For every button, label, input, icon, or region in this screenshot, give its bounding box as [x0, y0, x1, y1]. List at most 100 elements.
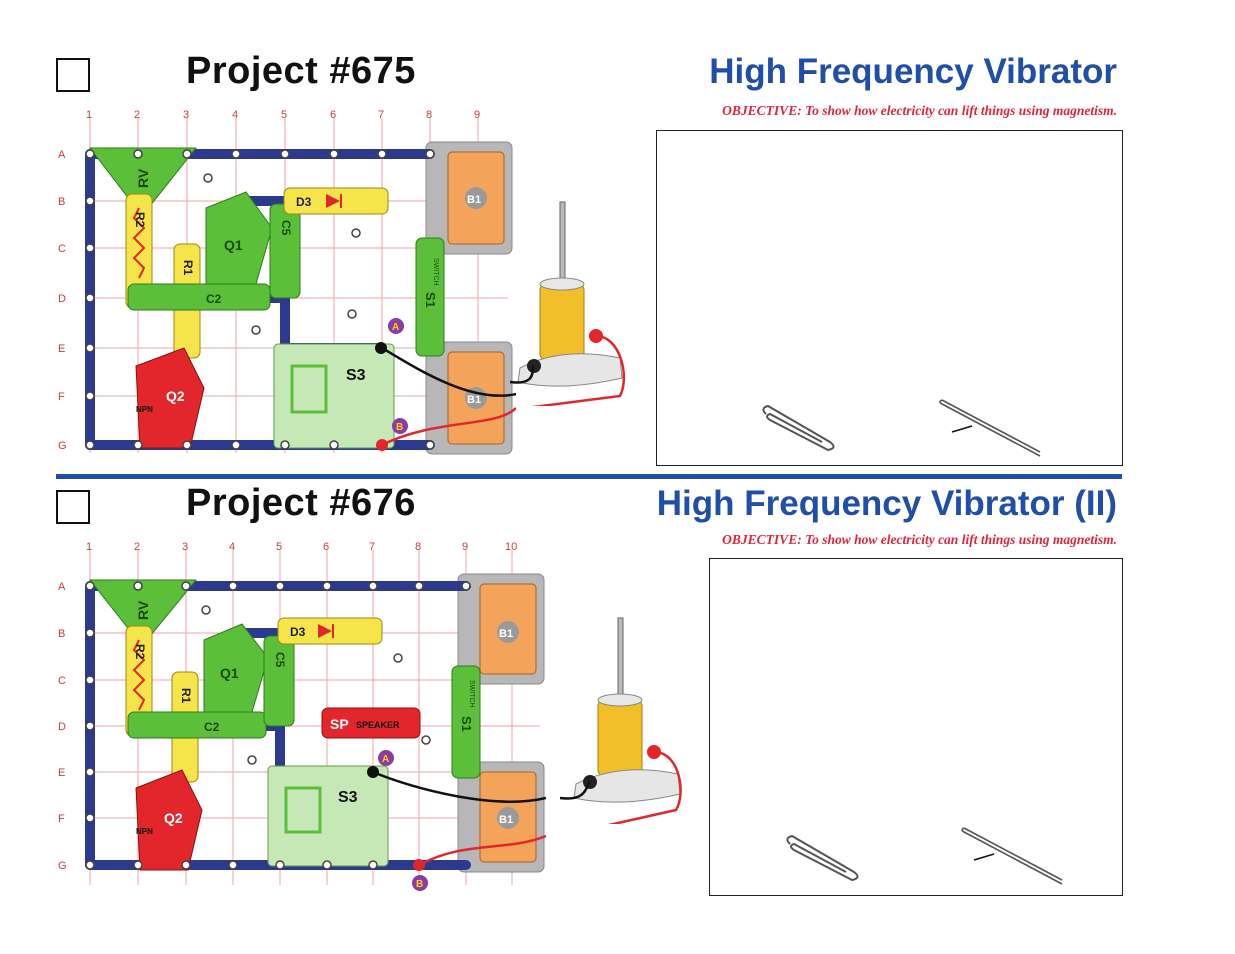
rv-label: RV — [135, 168, 151, 188]
row-label: B — [58, 628, 65, 640]
rv-potentiometer — [88, 147, 198, 217]
r1-label: R1 — [181, 260, 195, 276]
col-label: 9 — [474, 109, 480, 121]
row-label: F — [58, 391, 65, 403]
project-676-objective: OBJECTIVE: To show how electricity can l… — [722, 532, 1117, 547]
q2-label: Q2 — [166, 388, 185, 404]
b1-label: B1 — [467, 394, 481, 406]
col-label: 1 — [86, 109, 92, 121]
project-675-objective: OBJECTIVE: To show how electricity can l… — [722, 103, 1117, 118]
point-a-label: A — [382, 754, 389, 765]
point-a-label: A — [392, 322, 399, 333]
c2-label: C2 — [204, 720, 220, 734]
col-label: 5 — [281, 109, 287, 121]
col-label: 6 — [330, 109, 336, 121]
npn-label: NPN — [136, 405, 153, 414]
col-label: 5 — [276, 541, 282, 553]
d3-label: D3 — [296, 195, 312, 209]
iron-rod — [559, 201, 566, 283]
s1-switch — [415, 237, 445, 357]
row-label: G — [58, 860, 67, 872]
s1-label: S1 — [423, 292, 438, 308]
r1-label: R1 — [179, 688, 193, 704]
point-a-marker — [378, 750, 394, 766]
point-b-marker — [392, 418, 408, 434]
s1-label: S1 — [459, 716, 474, 732]
q1-label: Q1 — [224, 237, 243, 253]
col-label: 7 — [369, 541, 375, 553]
point-b-label: B — [416, 879, 423, 890]
rv-label: RV — [135, 600, 151, 620]
c5-capacitor — [263, 635, 295, 727]
b1-label: B1 — [499, 814, 513, 826]
black-jumper-wire — [381, 346, 516, 397]
q1-label: Q1 — [220, 665, 239, 681]
npn-label: NPN — [136, 827, 153, 836]
section-divider — [56, 474, 1122, 479]
b1-label: B1 — [467, 194, 481, 206]
project-676-wire-piece-icon — [961, 827, 1063, 885]
c2-capacitor — [127, 283, 271, 311]
coil-spool — [539, 283, 585, 361]
q2-transistor — [135, 347, 205, 449]
project-675-checkbox[interactable] — [56, 58, 90, 92]
project-675-wire-piece-icon — [939, 399, 1041, 457]
project-675-title: Project #675 — [186, 50, 416, 92]
col-label: 2 — [134, 541, 140, 553]
col-label: 4 — [232, 109, 238, 121]
row-label: B — [58, 196, 65, 208]
project-675-paperclip-icon — [762, 404, 835, 452]
row-label: D — [58, 721, 66, 733]
project-676-paperclip-icon — [786, 834, 859, 882]
col-label: 9 — [462, 541, 468, 553]
col-label: 4 — [229, 541, 235, 553]
q2-label: Q2 — [164, 810, 183, 826]
d3-label: D3 — [290, 625, 306, 639]
col-label: 2 — [134, 109, 140, 121]
project-676-checkbox[interactable] — [56, 490, 90, 524]
row-label: D — [58, 293, 66, 305]
point-b-marker — [412, 875, 428, 891]
rv-potentiometer — [88, 579, 198, 647]
sp-label: SP — [330, 716, 349, 732]
s3-label: S3 — [338, 789, 358, 806]
col-label: 3 — [183, 109, 189, 121]
c5-capacitor — [269, 203, 301, 299]
sp-speaker — [321, 707, 421, 739]
point-b-label: B — [396, 422, 403, 433]
point-a-marker — [388, 318, 404, 334]
c2-label: C2 — [206, 292, 222, 306]
switch-label: SWITCH — [468, 680, 475, 708]
b1-label: B1 — [499, 628, 513, 640]
col-label: 1 — [86, 541, 92, 553]
row-label: C — [58, 675, 66, 687]
c5-label: C5 — [279, 220, 293, 236]
s1-switch — [451, 665, 481, 779]
s3-label: S3 — [346, 367, 366, 384]
row-label: A — [58, 149, 66, 161]
speaker-label: SPEAKER — [356, 720, 400, 730]
q2-transistor — [135, 769, 203, 871]
col-label: 8 — [426, 109, 432, 121]
project-676-title: Project #676 — [186, 482, 416, 524]
q1-transistor — [205, 191, 273, 285]
project-676-drawing-area — [709, 558, 1123, 896]
project-675-name: High Frequency Vibrator — [709, 52, 1117, 91]
project-676-name: High Frequency Vibrator (II) — [656, 484, 1117, 523]
col-label: 6 — [323, 541, 329, 553]
project-675-drawing-area — [656, 130, 1123, 466]
coil-base — [517, 353, 623, 387]
r2-label: R2 — [133, 212, 147, 228]
project-675-electromagnet-illustration — [510, 201, 626, 406]
project-676-electromagnet-illustration — [560, 617, 682, 824]
row-label: A — [58, 581, 66, 593]
c5-label: C5 — [273, 652, 287, 668]
switch-label: SWITCH — [432, 258, 439, 286]
row-label: C — [58, 243, 66, 255]
r2-label: R2 — [133, 644, 147, 660]
col-label: 8 — [415, 541, 421, 553]
row-label: E — [58, 343, 65, 355]
red-jumper-wire — [381, 407, 516, 447]
